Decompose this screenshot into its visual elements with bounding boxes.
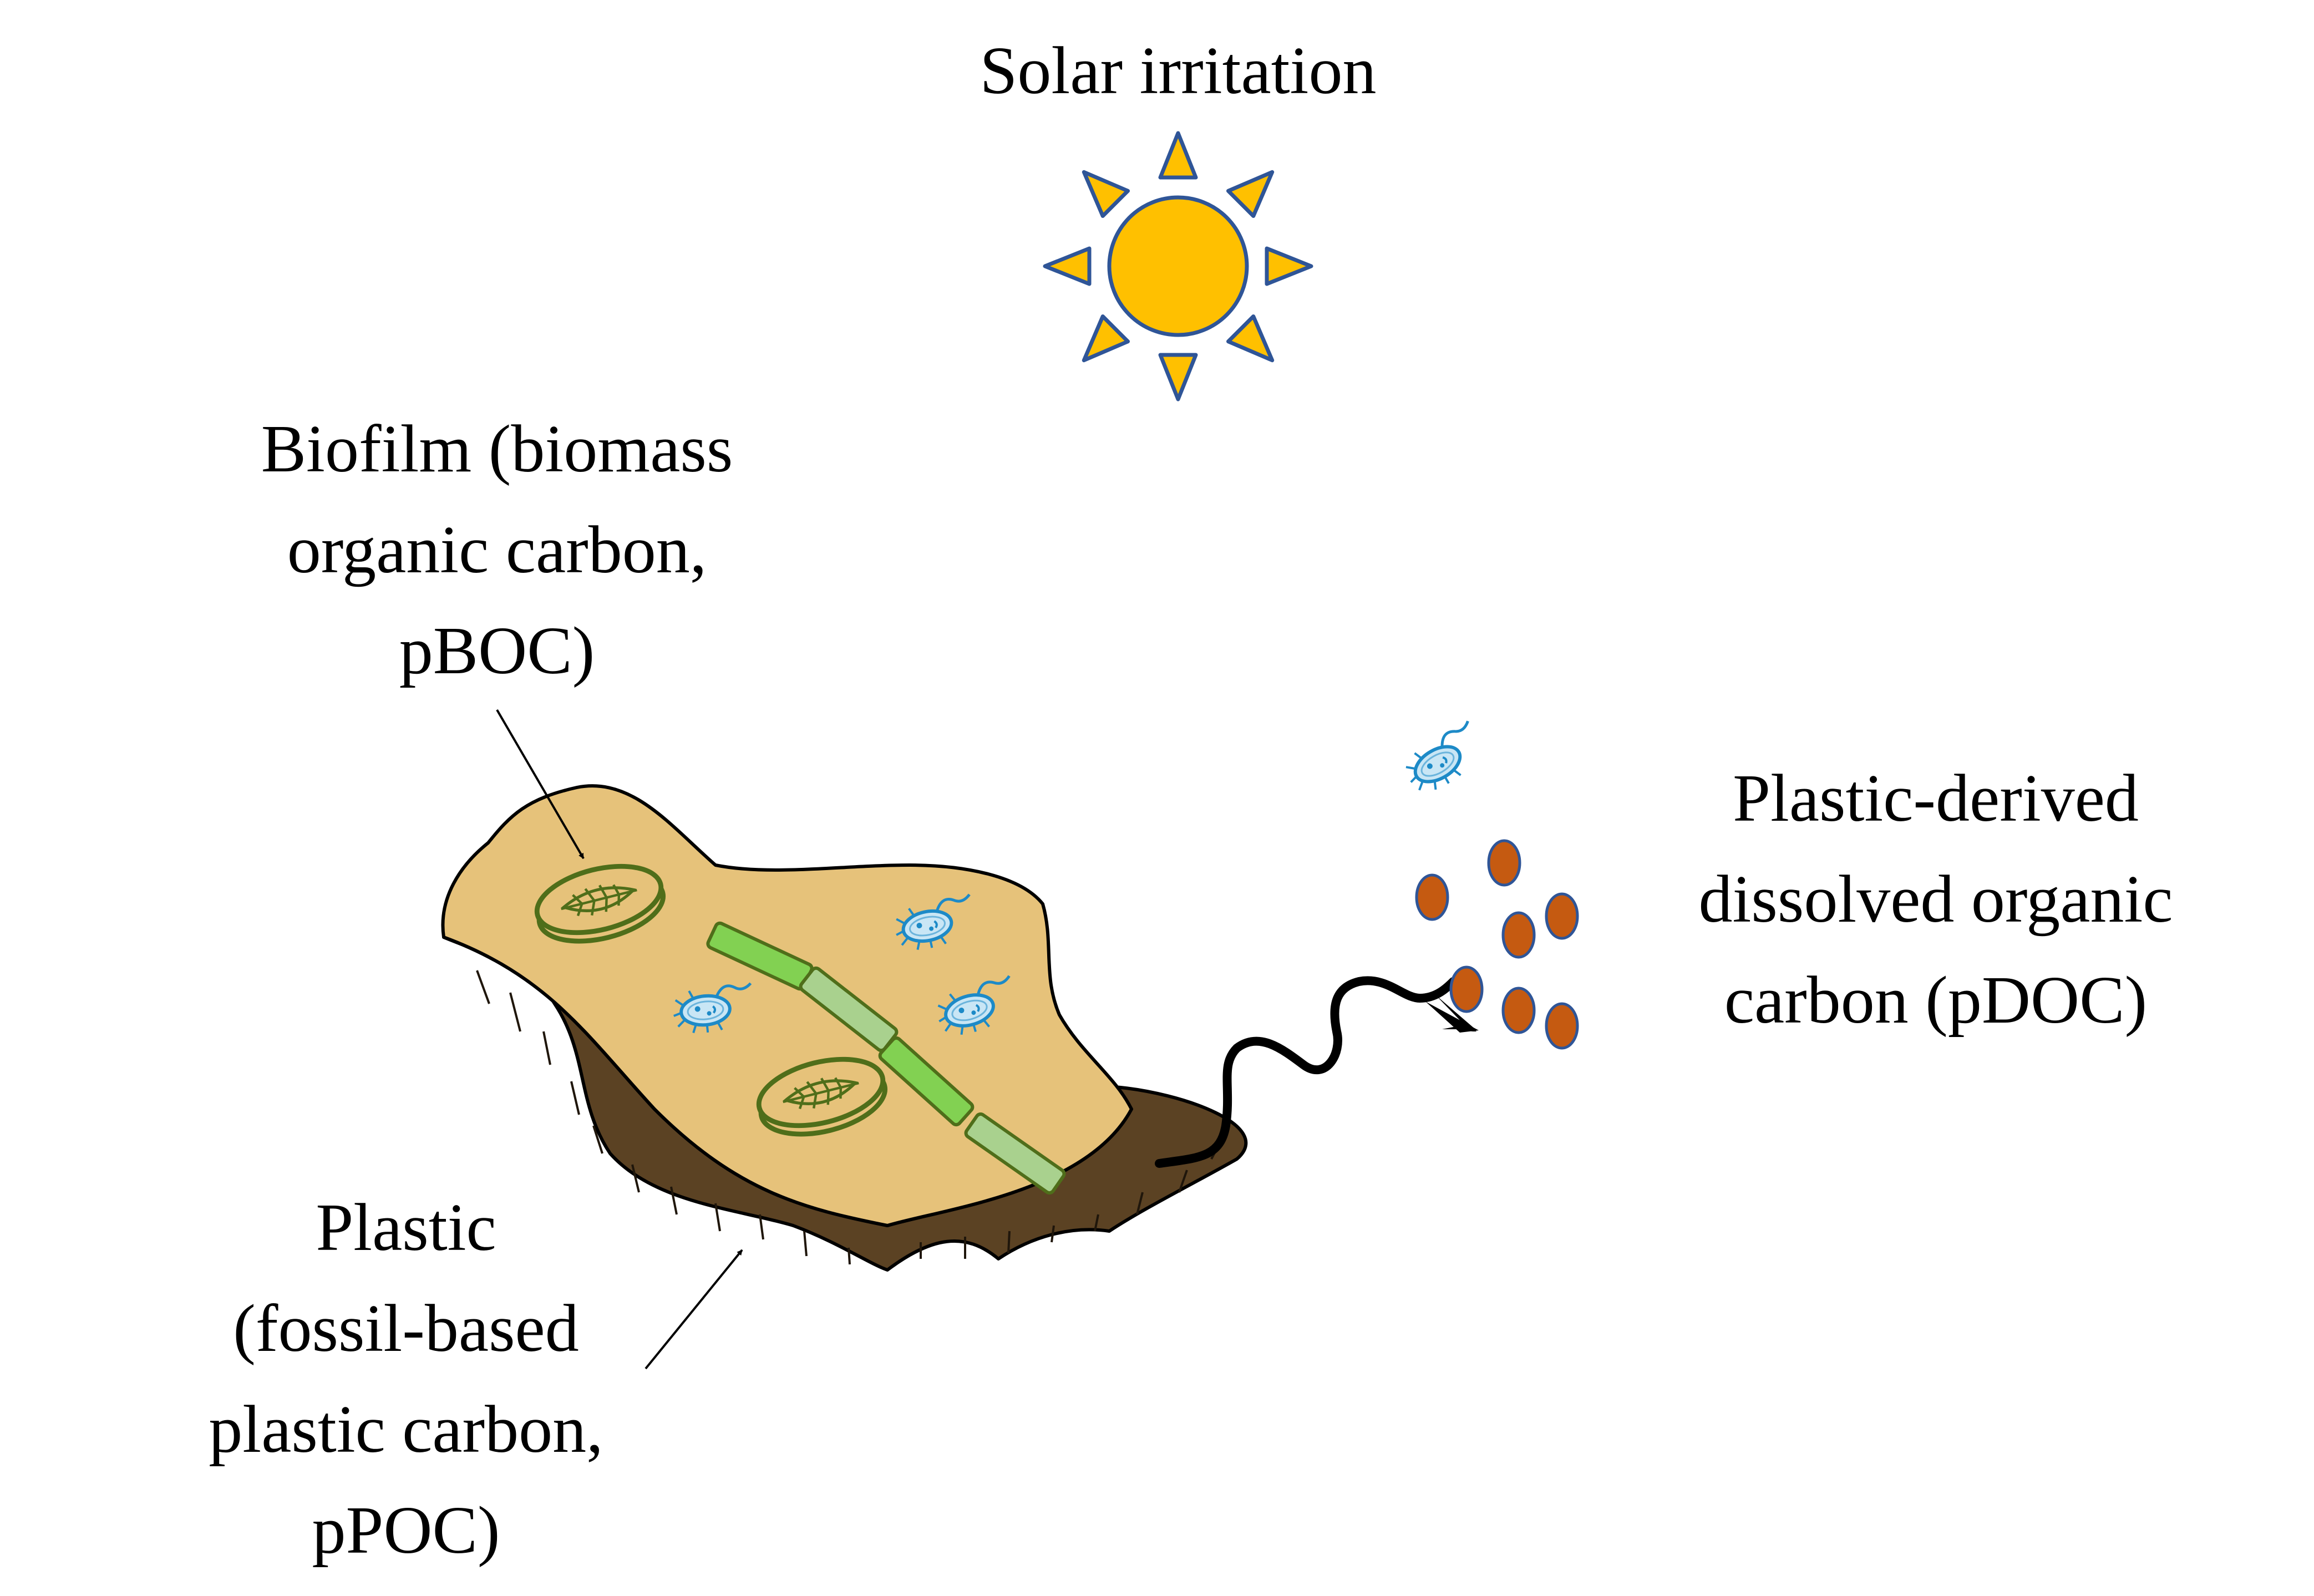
- svg-text:carbon (pDOC): carbon (pDOC): [1724, 963, 2147, 1038]
- pdoc-label: Plastic-derived dissolved organic carbon…: [1698, 761, 2173, 1038]
- biofilm-pointer-arrow: [496, 709, 585, 860]
- svg-text:dissolved organic: dissolved organic: [1698, 862, 2173, 937]
- svg-text:pBOC): pBOC): [399, 613, 595, 688]
- sun-icon: [1043, 131, 1313, 401]
- algae-filament-icon: [706, 921, 1066, 1195]
- svg-text:plastic carbon,: plastic carbon,: [209, 1392, 603, 1467]
- sun-label: Solar irritation: [980, 33, 1377, 108]
- plastic-pointer-arrow: [645, 1249, 743, 1370]
- leaching-arrow: [1155, 976, 1479, 1168]
- svg-text:(fossil-based: (fossil-based: [233, 1291, 578, 1366]
- svg-text:Plastic: Plastic: [316, 1190, 496, 1265]
- plastic-label: Plastic (fossil-based plastic carbon, pP…: [209, 1190, 603, 1568]
- svg-text:organic carbon,: organic carbon,: [287, 512, 707, 587]
- pdoc-particle-icon: [1415, 839, 1579, 1050]
- svg-text:Biofilm (biomass: Biofilm (biomass: [261, 411, 733, 486]
- svg-text:Plastic-derived: Plastic-derived: [1733, 761, 2139, 836]
- biofilm-label: Biofilm (biomass organic carbon, pBOC): [261, 411, 733, 688]
- bacterium-icon: [1399, 721, 1490, 799]
- svg-text:pPOC): pPOC): [312, 1493, 500, 1568]
